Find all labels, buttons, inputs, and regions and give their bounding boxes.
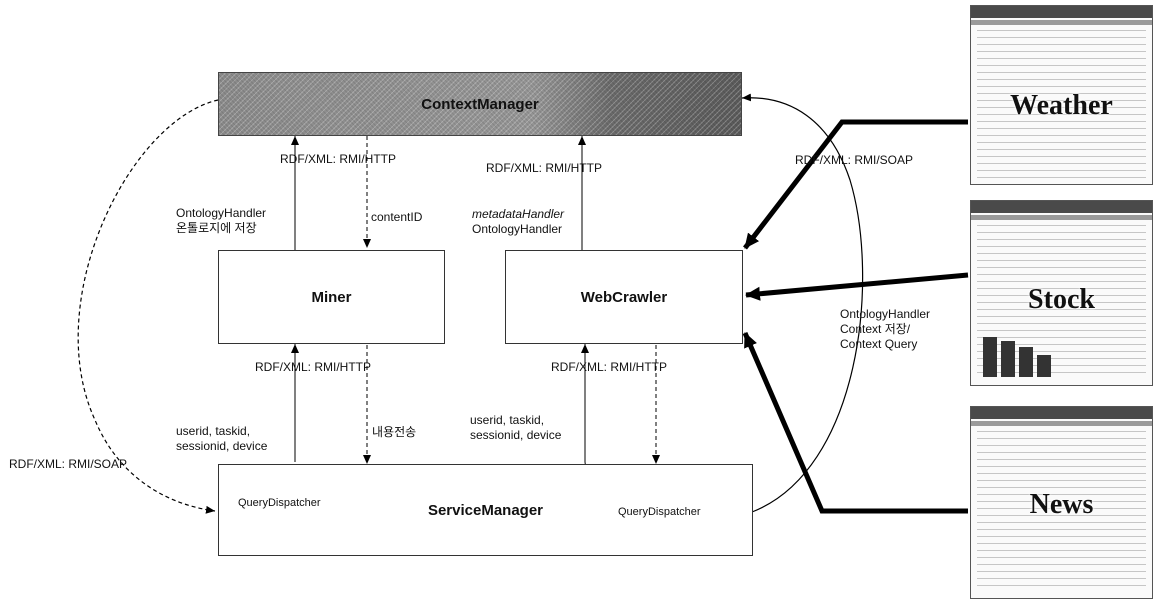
news-title: News [971,489,1152,521]
crawler-params-label-1: userid, taskid, [470,413,544,428]
metadata-handler-label-1: metadataHandler [472,207,564,222]
web-crawler-box: WebCrawler [505,250,743,344]
left-protocol-label: RDF/XML: RMI/SOAP [9,457,127,472]
weather-panel-toolbar [971,6,1152,18]
weather-title: Weather [971,90,1152,122]
web-crawler-label: WebCrawler [581,289,667,306]
context-manager-box: ContextManager [218,72,742,136]
stock-source-panel: Stock [970,200,1153,386]
miner-box: Miner [218,250,445,344]
stock-thick-arrow [746,275,968,295]
context-store-label-1: OntologyHandler [840,307,930,322]
crawler-service-protocol-label: RDF/XML: RMI/HTTP [551,360,667,375]
context-store-label-3: Context Query [840,337,917,352]
stock-chart-bar [1001,341,1015,377]
news-panel-toolbar [971,407,1152,419]
crawler-params-label-2: sessionid, device [470,428,561,443]
metadata-handler-label-2: OntologyHandler [472,222,562,237]
content-id-label: contentID [371,210,422,225]
stock-panel-chart [983,329,1073,377]
query-dispatcher-left: QueryDispatcher [238,497,321,509]
ctx-crawler-protocol-label: RDF/XML: RMI/HTTP [486,161,602,176]
stock-title: Stock [971,284,1152,316]
weather-panel-menubar [971,20,1152,25]
stock-chart-bar [1037,355,1051,377]
weather-thick-arrow [745,122,968,248]
query-dispatcher-right: QueryDispatcher [618,506,701,518]
stock-chart-bar [983,337,997,377]
stock-panel-toolbar [971,201,1152,213]
ontology-handler-store-label-2: 온톨로지에 저장 [176,221,257,236]
weather-source-panel: Weather [970,5,1153,185]
miner-params-label-1: userid, taskid, [176,424,250,439]
miner-label: Miner [311,289,351,306]
miner-service-protocol-label: RDF/XML: RMI/HTTP [255,360,371,375]
content-transfer-label: 내용전송 [372,425,416,440]
ctx-sources-protocol-label: RDF/XML: RMI/SOAP [795,153,913,168]
miner-params-label-2: sessionid, device [176,439,267,454]
context-store-label-2: Context 저장/ [840,322,910,337]
ontology-handler-store-label-1: OntologyHandler [176,206,266,221]
news-source-panel: News [970,406,1153,599]
context-manager-label: ContextManager [421,96,539,113]
news-panel-menubar [971,421,1152,426]
stock-chart-bar [1019,347,1033,377]
stock-panel-menubar [971,215,1152,220]
service-manager-label: ServiceManager [428,502,543,519]
news-thick-arrow [745,333,968,511]
ctx-miner-protocol-label: RDF/XML: RMI/HTTP [280,152,396,167]
